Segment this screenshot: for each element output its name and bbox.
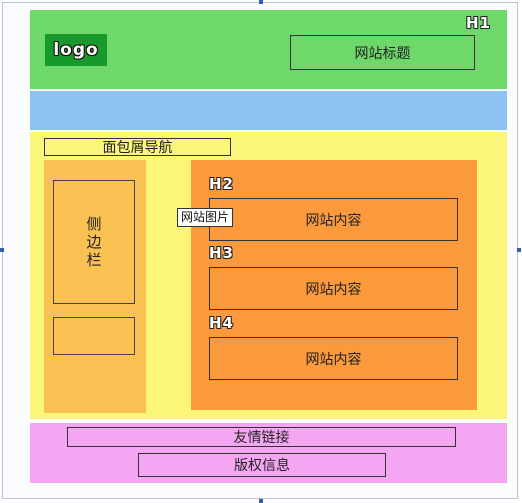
resize-handle-left[interactable]	[0, 248, 4, 252]
sidebar-box: 侧边栏	[53, 180, 135, 304]
resize-handle-bottom[interactable]	[259, 499, 263, 503]
website-image-label: 网站图片	[177, 208, 234, 227]
sidebar: 侧边栏	[44, 160, 146, 413]
content-area: H2 网站内容 H3 网站内容 H4 网站内容	[191, 160, 477, 410]
header-block: H1 logo 网站标题	[30, 10, 507, 89]
breadcrumb: 面包屑导航	[44, 138, 231, 156]
main-area: 面包屑导航 侧边栏 H2 网站内容 H3 网站内容 H4 网站内容	[30, 132, 507, 419]
logo: logo	[45, 34, 107, 66]
content-box-2: 网站内容	[209, 267, 458, 310]
sidebar-label: 侧边栏	[86, 215, 102, 269]
h4-label: H4	[209, 314, 234, 332]
copyright: 版权信息	[138, 453, 386, 477]
h1-label: H1	[466, 14, 491, 32]
content-box-3: 网站内容	[209, 337, 458, 380]
footer: 友情链接 版权信息	[30, 423, 507, 483]
h3-label: H3	[209, 244, 234, 262]
h2-label: H2	[209, 175, 234, 193]
resize-handle-right[interactable]	[517, 248, 521, 252]
content-box-1: 网站内容	[209, 198, 458, 241]
resize-handle-top[interactable]	[259, 0, 263, 4]
sidebar-bottom-box	[53, 317, 135, 355]
friend-links: 友情链接	[67, 427, 456, 447]
site-title: 网站标题	[290, 35, 475, 70]
nav-bar	[30, 91, 507, 130]
